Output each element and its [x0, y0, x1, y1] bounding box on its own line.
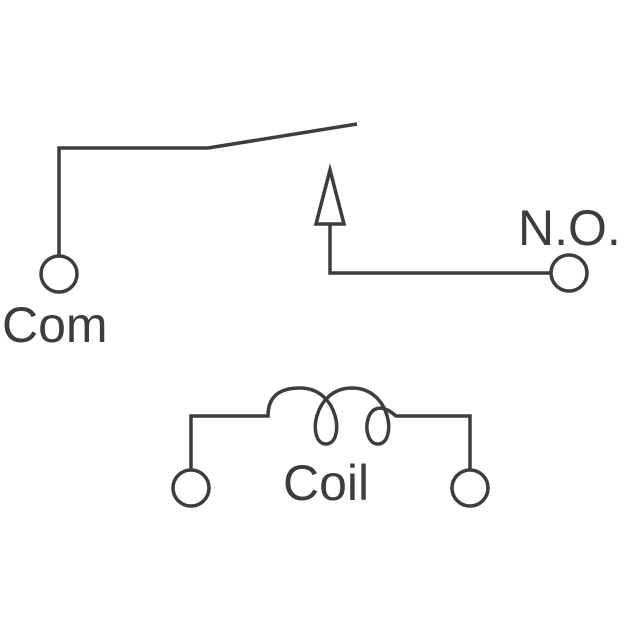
no-label: N.O.: [518, 200, 621, 256]
no-arrow: [313, 163, 347, 226]
coil-terminal-left: [171, 468, 211, 508]
coil-terminal-right: [450, 468, 490, 508]
coil-label: Coil: [283, 455, 369, 511]
com-terminal: [39, 254, 79, 294]
coil-winding: [189, 386, 472, 470]
com-label: Com: [2, 297, 108, 353]
no-terminal: [549, 253, 589, 293]
no-wire: [328, 224, 551, 275]
com-wire: [57, 122, 358, 256]
